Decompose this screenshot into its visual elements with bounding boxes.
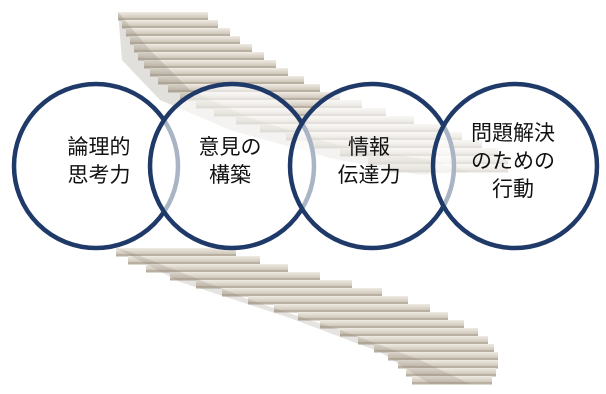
upper-step-1 — [118, 12, 208, 18]
upper-step-6 — [138, 52, 264, 58]
lower-step-11-riser — [340, 334, 478, 337]
lower-step-6-riser — [222, 294, 382, 297]
upper-step-7 — [144, 60, 276, 66]
lower-step-5 — [196, 280, 352, 286]
lower-step-5-riser — [196, 286, 352, 289]
lower-step-7 — [248, 296, 408, 302]
lower-step-2 — [128, 256, 260, 262]
lower-step-8-riser — [274, 310, 430, 313]
upper-step-6-riser — [138, 58, 264, 61]
circle-label-logical-thinking: 論理的 思考力 — [67, 135, 131, 187]
circle-group — [11, 81, 600, 251]
lower-step-16 — [406, 368, 496, 374]
lower-step-1 — [116, 248, 236, 254]
staircase-lower-flight — [116, 248, 498, 385]
upper-step-8-riser — [150, 74, 288, 77]
lower-step-4-riser — [170, 278, 320, 281]
upper-step-2 — [122, 20, 218, 26]
lower-step-14-riser — [388, 358, 498, 361]
lower-step-11 — [340, 328, 478, 334]
lower-step-14 — [388, 352, 498, 358]
upper-step-1-riser — [118, 18, 208, 21]
upper-step-2-riser — [122, 26, 218, 29]
lower-step-3-riser — [146, 270, 288, 273]
lower-flight-shadow — [116, 248, 470, 384]
lower-step-17 — [412, 376, 492, 382]
lower-step-9-riser — [298, 318, 448, 321]
lower-step-3 — [146, 264, 288, 270]
circle-label-problem-solving-action: 問題解決 のための 行動 — [471, 121, 555, 201]
upper-step-8 — [150, 68, 288, 74]
lower-step-12-riser — [358, 342, 488, 345]
lower-step-10-riser — [320, 326, 464, 329]
upper-step-4 — [130, 36, 240, 42]
lower-step-10 — [320, 320, 464, 326]
circle-label-opinion-building: 意見の 構築 — [198, 135, 262, 187]
circle-label-information-delivery: 情報 伝達力 — [337, 135, 401, 187]
upper-step-5-riser — [134, 50, 252, 53]
lower-step-16-riser — [406, 374, 496, 377]
lower-step-1-riser — [116, 254, 236, 257]
upper-step-9 — [158, 76, 304, 82]
lower-step-9 — [298, 312, 448, 318]
lower-step-17-riser — [412, 382, 492, 385]
upper-step-5 — [134, 44, 252, 50]
lower-step-2-riser — [128, 262, 260, 265]
lower-step-12 — [358, 336, 488, 342]
upper-step-4-riser — [130, 42, 240, 45]
lower-step-15-riser — [398, 366, 498, 369]
upper-step-3-riser — [126, 34, 230, 37]
lower-step-6 — [222, 288, 382, 294]
lower-step-13 — [374, 344, 494, 350]
lower-step-7-riser — [248, 302, 408, 305]
lower-step-13-riser — [374, 350, 494, 353]
lower-step-15 — [398, 360, 498, 366]
upper-step-13-riser — [214, 114, 386, 117]
circle-problem-solving-action — [430, 81, 600, 251]
upper-step-3 — [126, 28, 230, 34]
lower-step-8 — [274, 304, 430, 310]
upper-step-13 — [214, 108, 386, 114]
upper-step-7-riser — [144, 66, 276, 69]
lower-step-4 — [170, 272, 320, 278]
